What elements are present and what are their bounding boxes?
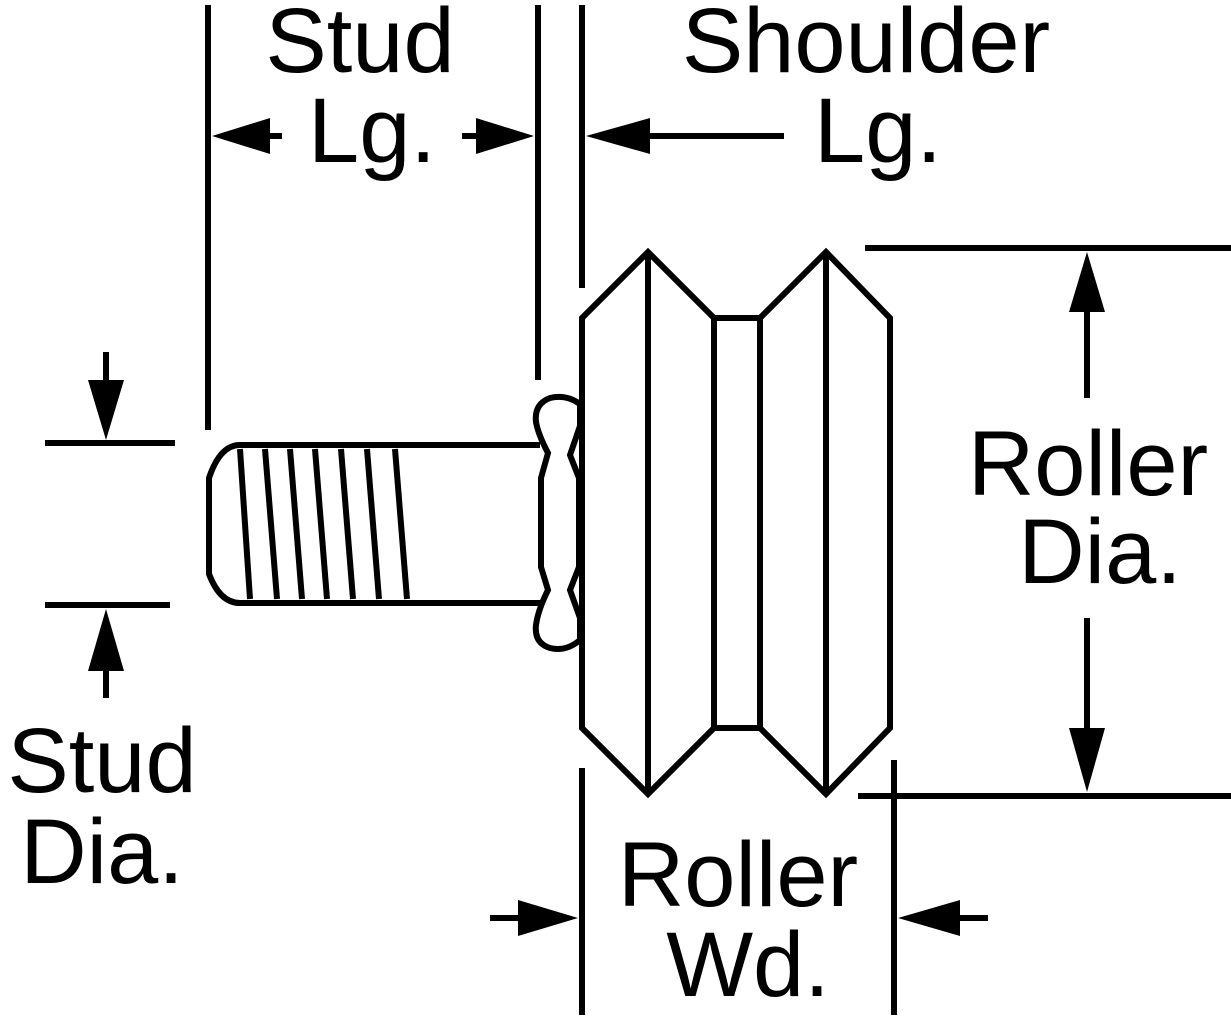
roller-width-label-line1: Roller [618, 824, 858, 926]
stud-shoulder-collar [532, 393, 583, 652]
roller-width-arrowhead-right [898, 900, 960, 936]
shoulder-length-arrowhead [586, 118, 650, 154]
shoulder-length-label: Shoulder Lg. [682, 0, 1050, 182]
shoulder-collar-inner-edge [566, 404, 583, 640]
stud-diameter-label-line1: Stud [7, 710, 196, 812]
roller-outline [579, 247, 893, 799]
stud-length-dimension [212, 118, 534, 154]
roller-width-dimension [490, 900, 988, 936]
stud-diameter-arrowhead-top [88, 380, 124, 440]
stud-thread [364, 448, 382, 600]
roller-width-arrowhead-left [518, 900, 578, 936]
roller-diameter-arrowhead-bottom [1069, 728, 1105, 792]
roller-diameter-arrowhead-top [1069, 252, 1105, 312]
stud-diameter-dimension [88, 352, 124, 698]
threaded-stud [206, 442, 540, 606]
stud-length-arrowhead-left [212, 118, 270, 154]
stud-diameter-label: Stud Dia. [7, 710, 196, 903]
stud-threads [237, 448, 410, 600]
stud-thread [312, 448, 330, 600]
extension-lines [45, 5, 1231, 1015]
stud-length-label-line2: Lg. [308, 80, 436, 182]
shoulder-length-label-line2: Lg. [814, 80, 942, 182]
roller-width-label: Roller Wd. [618, 824, 858, 1016]
stud-outline [206, 442, 540, 606]
stud-diameter-arrowhead-bottom [88, 609, 124, 671]
roller-diameter-dimension [1069, 252, 1105, 792]
stud-length-label-line1: Stud [265, 0, 454, 92]
stud-length-label: Stud Lg. [265, 0, 454, 182]
stud-thread [392, 448, 410, 600]
roller-diameter-label-line2: Dia. [1018, 501, 1182, 603]
shoulder-length-label-line1: Shoulder [682, 0, 1050, 92]
roller-diameter-label-line1: Roller [968, 413, 1208, 515]
shoulder-length-dimension [586, 118, 784, 154]
roller-width-label-line2: Wd. [666, 914, 830, 1016]
stud-length-arrowhead-right [476, 118, 534, 154]
stud-thread [237, 448, 253, 600]
stud-diameter-label-line2: Dia. [20, 801, 184, 903]
stud-thread [287, 448, 305, 600]
stud-thread [262, 448, 280, 600]
shoulder-collar-outline [532, 393, 582, 652]
stud-thread [338, 448, 356, 600]
roller-diameter-label: Roller Dia. [968, 413, 1208, 603]
v-groove-roller [579, 247, 893, 799]
